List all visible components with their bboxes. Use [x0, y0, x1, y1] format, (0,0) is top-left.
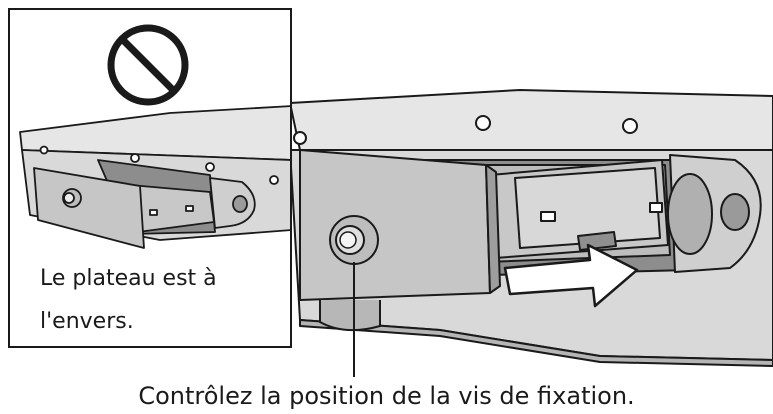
inset-caption-line-1: Le plateau est à — [40, 266, 217, 291]
chassis-foot — [319, 300, 381, 332]
push-direction-arrow-icon — [503, 243, 639, 308]
mounting-bracket — [667, 154, 762, 273]
tray — [489, 159, 669, 259]
tray-front-panel — [299, 149, 501, 301]
inset-caption: Le plateau est à l'envers. — [40, 257, 280, 343]
inset-caption-line-2: l'envers. — [40, 309, 134, 334]
inset-tray-front-panel — [33, 167, 145, 249]
inset-warning-panel: Le plateau est à l'envers. — [8, 8, 292, 348]
prohibited-icon — [107, 24, 189, 106]
screw-position-caption: Contrôlez la position de la vis de fixat… — [138, 382, 635, 410]
fixing-screw — [329, 215, 379, 265]
inset-illustration — [19, 24, 290, 249]
